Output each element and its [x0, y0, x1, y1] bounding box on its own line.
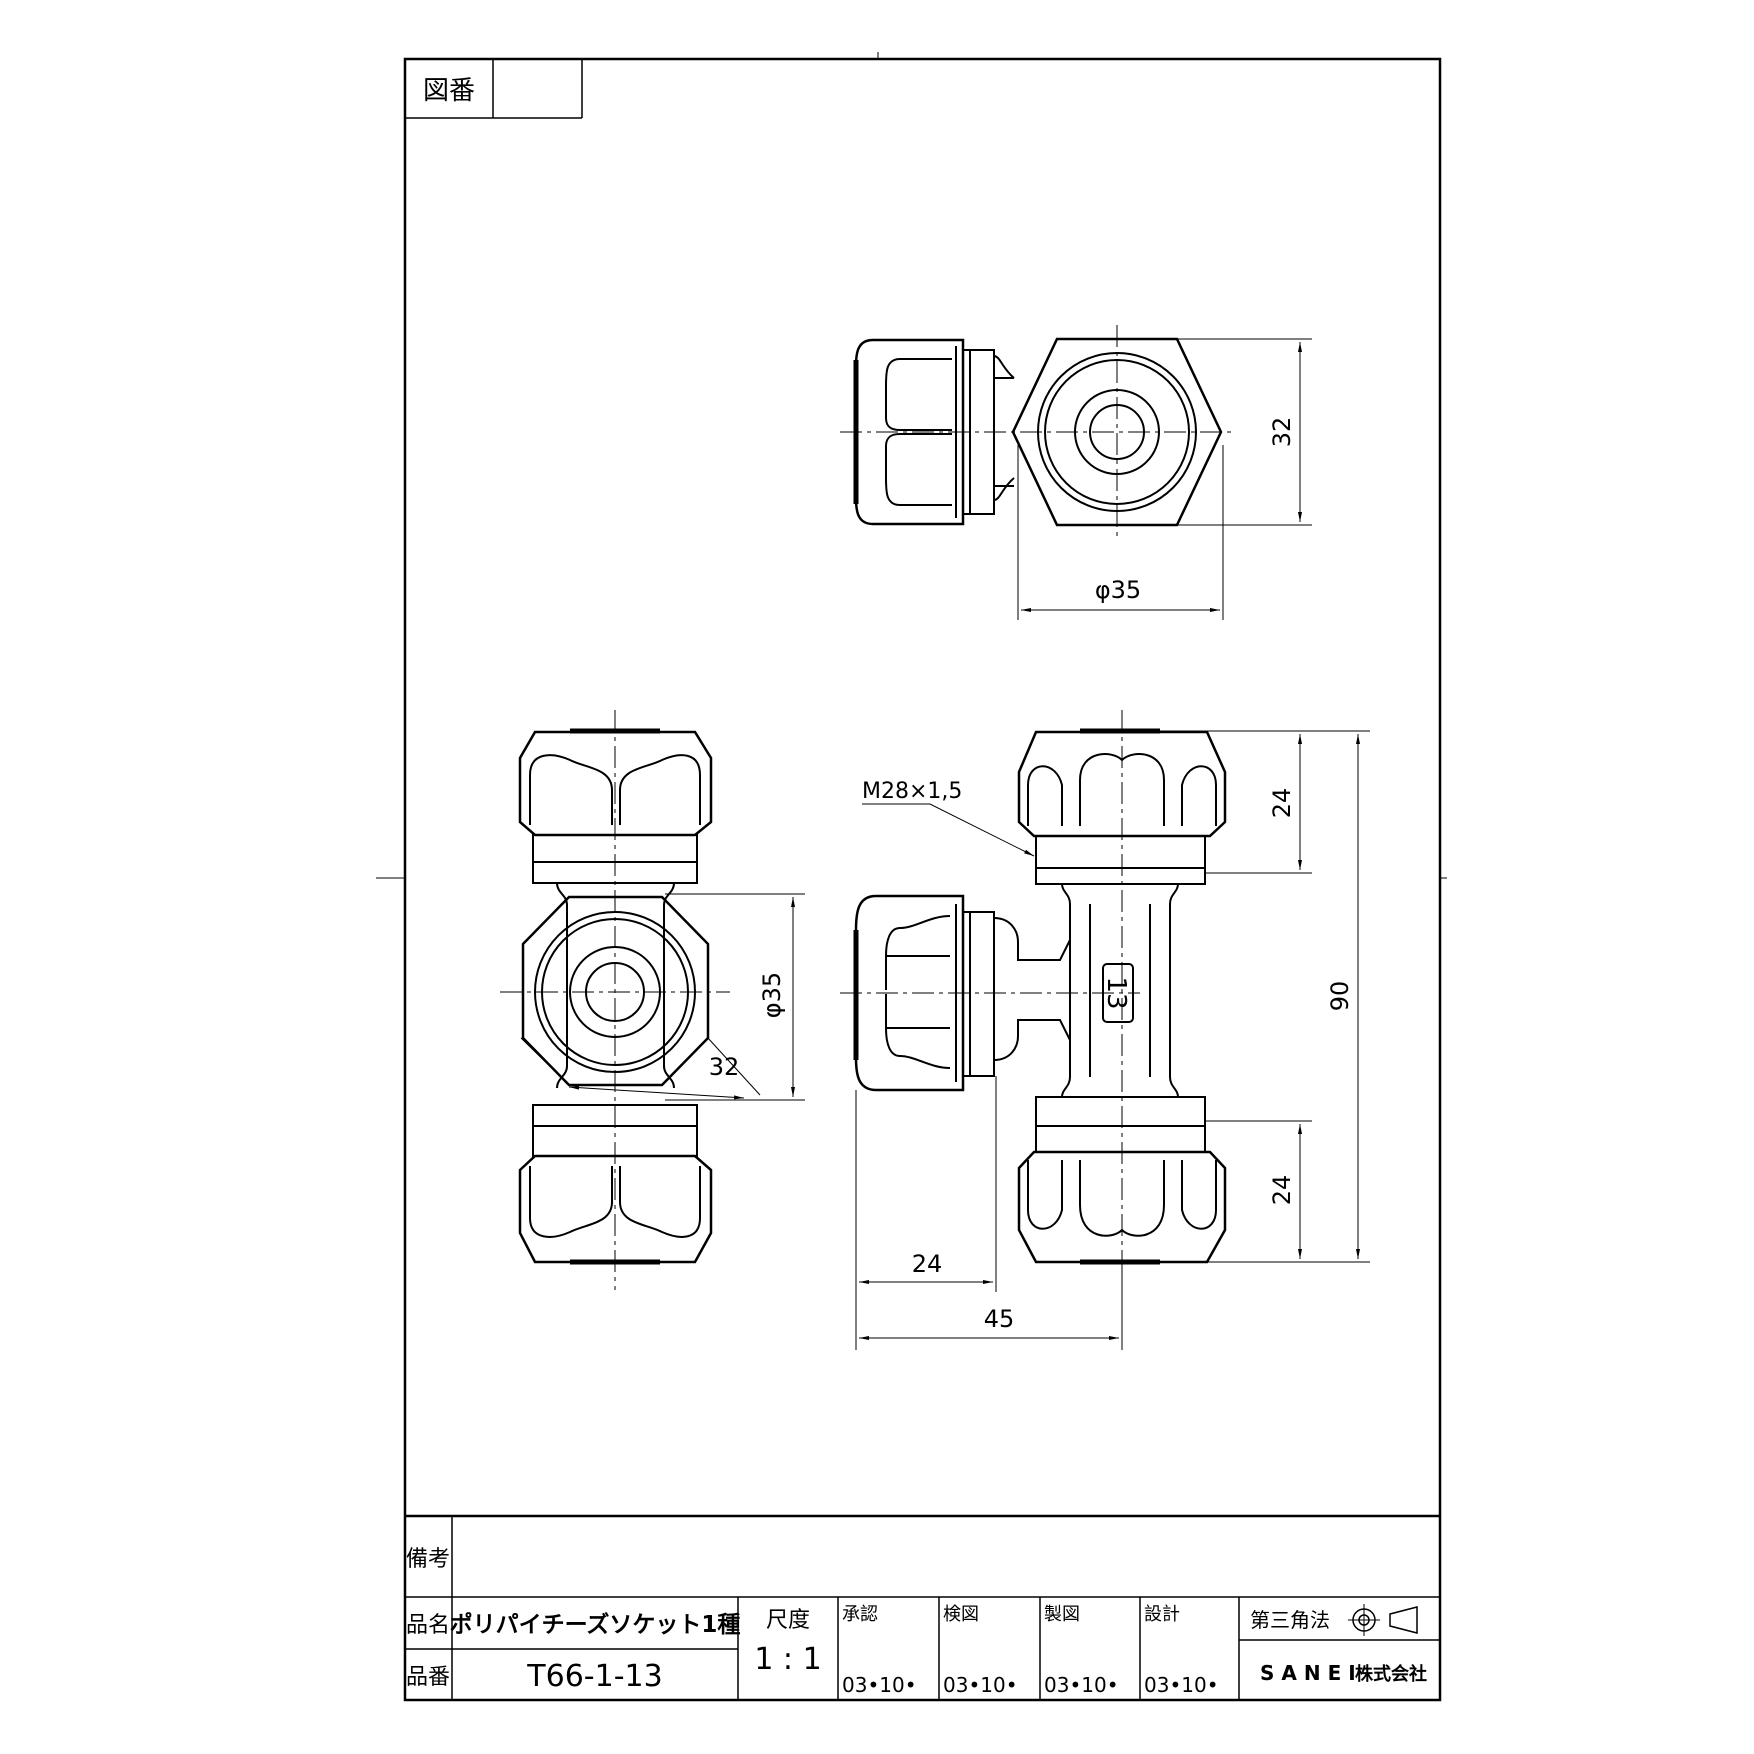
drafting-label: 製図 [1044, 1604, 1080, 1625]
size-mark: 13 [1101, 976, 1131, 1009]
drawing-frame [376, 52, 1447, 1702]
side-view-top-nut [1017, 730, 1227, 838]
dim-side-offset: 45 [984, 1305, 1015, 1333]
design-label: 設計 [1144, 1604, 1180, 1625]
approval-label: 承認 [842, 1604, 878, 1625]
check-date: 03•10• [943, 1673, 1018, 1697]
dim-side-total: 90 [1326, 981, 1354, 1012]
front-view-hex [521, 895, 710, 1087]
top-view-dimensions [1017, 338, 1312, 620]
drawing-number-box [405, 59, 583, 119]
design-date: 03•10• [1144, 1673, 1219, 1697]
dim-front-diameter: φ35 [758, 972, 786, 1018]
remarks-label: 備考 [406, 1547, 450, 1572]
product-number-label: 品番 [406, 1665, 450, 1690]
dim-side-branch: 24 [912, 1250, 943, 1278]
front-view [500, 710, 730, 1290]
scale-value: 1 : 1 [754, 1642, 821, 1677]
side-view-dimensions [855, 730, 1370, 1350]
check-label: 検図 [943, 1604, 979, 1625]
top-view [840, 325, 1235, 540]
title-block [405, 1514, 1440, 1700]
approval-date: 03•10• [842, 1673, 917, 1697]
drafting-date: 03•10• [1044, 1673, 1119, 1697]
front-view-dimensions [520, 893, 805, 1101]
dim-top-height: 32 [1268, 417, 1296, 448]
product-name-label: 品名 [406, 1613, 450, 1638]
company-name: SANEI [1260, 1661, 1363, 1685]
dim-thread: M28×1,5 [862, 779, 962, 804]
dim-top-diameter: φ35 [1095, 576, 1141, 604]
dim-front-hex: 32 [709, 1053, 740, 1081]
scale-label: 尺度 [766, 1608, 810, 1633]
third-angle-projection-symbol [1348, 1604, 1418, 1636]
company-suffix: 株式会社 [1355, 1663, 1427, 1685]
projection-label: 第三角法 [1250, 1608, 1330, 1632]
dim-side-upper: 24 [1268, 788, 1296, 819]
product-name: ポリパイチーズソケット1種 [450, 1611, 741, 1638]
product-number: T66-1-13 [526, 1659, 662, 1694]
drawing-number-label: 図番 [423, 76, 475, 106]
dim-side-lower: 24 [1268, 1175, 1296, 1206]
